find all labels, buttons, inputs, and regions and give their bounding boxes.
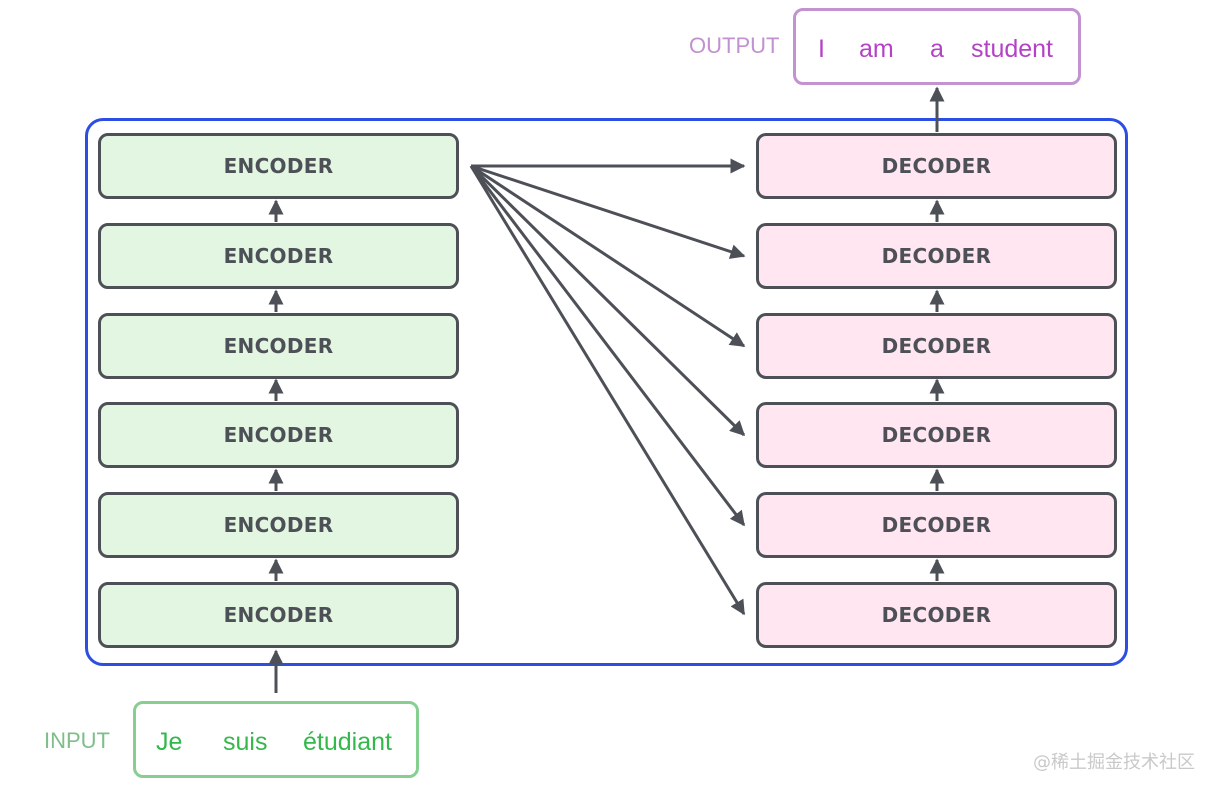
encoder-to-decoder-arrows	[469, 158, 746, 616]
transformer-frame	[85, 118, 1128, 666]
